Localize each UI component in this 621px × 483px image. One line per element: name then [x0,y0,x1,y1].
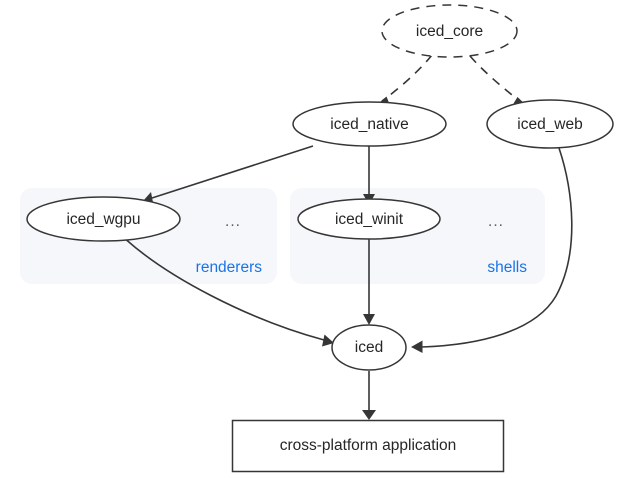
node-iced-web-label: iced_web [517,116,583,133]
edge-iced-core-to-iced-native [376,54,433,106]
edge-iced-wgpu-to-iced [119,233,334,347]
node-application-label: cross-platform application [280,437,457,454]
node-iced-web-shape[interactable] [486,99,614,149]
edge-iced-to-application [362,371,376,420]
cluster-shells-ellipsis: ... [488,213,504,230]
edge-iced-winit-to-iced [363,238,375,325]
node-iced-wgpu-label: iced_wgpu [66,211,140,228]
node-iced-winit-shape[interactable] [297,198,441,240]
cluster-renderers-label: renderers [196,259,263,276]
node-iced-wgpu[interactable]: iced_wgpu [26,196,181,242]
arrowhead [363,314,375,325]
node-iced-native-shape[interactable] [292,101,447,147]
node-iced-wgpu-shape[interactable] [26,196,181,242]
node-iced[interactable]: iced [331,324,407,371]
cluster-renderers-ellipsis: ... [225,213,241,230]
node-iced-shape[interactable] [331,324,407,371]
cluster-shells-label: shells [487,259,527,276]
arrowhead [362,410,376,420]
arrowhead [411,340,423,353]
node-iced-core-label: iced_core [416,23,483,40]
edge-iced-web-to-iced [411,147,573,353]
node-application-shape[interactable] [231,419,505,473]
node-iced-core[interactable]: iced_core [381,4,518,58]
edge-iced-native-to-iced-winit [363,146,375,205]
node-iced-core-shape[interactable] [381,4,518,58]
arrowhead [322,334,334,347]
node-iced-native[interactable]: iced_native [292,101,447,147]
node-iced-web[interactable]: iced_web [486,99,614,149]
node-iced-label: iced [355,339,383,356]
node-iced-winit[interactable]: iced_winit [297,198,441,240]
node-iced-native-label: iced_native [330,116,408,133]
node-iced-winit-label: iced_winit [335,211,404,228]
edge-iced-core-to-iced-web [469,55,527,106]
node-application[interactable]: cross-platform application [231,419,505,473]
